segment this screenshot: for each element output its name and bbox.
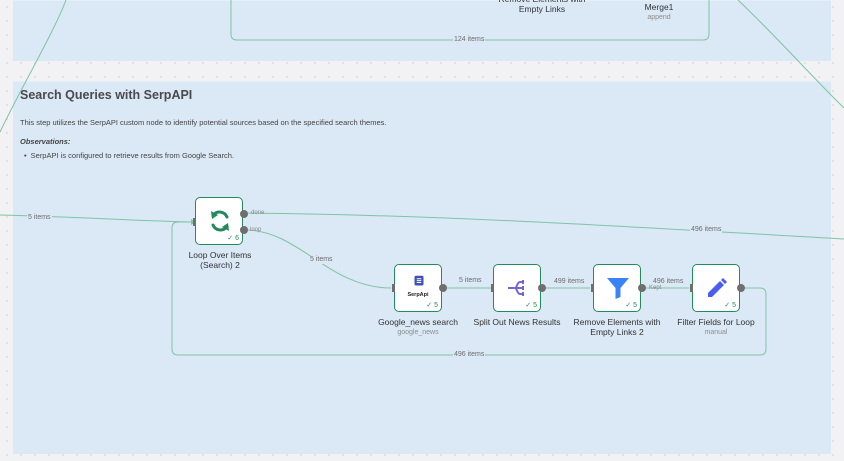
node-subtitle-merge1: append — [647, 14, 671, 21]
connection-label-google-to-split: 5 items — [458, 277, 483, 285]
run-count: ✓ 6 — [227, 235, 239, 242]
output-handle-kept[interactable] — [638, 284, 646, 292]
wire-done-output — [247, 212, 844, 240]
connection-label-split-to-remove: 499 items — [553, 278, 586, 286]
output-handle-loop[interactable] — [240, 226, 248, 234]
input-handle-google-news[interactable] — [392, 284, 395, 292]
connection-label-feedback: 496 items — [453, 351, 486, 359]
node-google-news-search[interactable]: SerpApi ✓ 5 — [394, 264, 442, 312]
connection-label-done-output: 496 items — [690, 226, 723, 234]
run-count: ✓ 5 — [426, 302, 438, 309]
input-handle-loop[interactable] — [193, 218, 196, 226]
output-handle-filter-fields[interactable] — [737, 284, 745, 292]
serpapi-logo-text: SerpApi — [407, 292, 429, 298]
serpapi-logo-icon — [414, 275, 424, 286]
output-handle-google-news[interactable] — [439, 284, 447, 292]
port-label-kept: Kept — [649, 285, 662, 291]
node-title-split-out: Split Out News Results — [473, 317, 561, 327]
wire-top-right-diagonal — [737, 0, 844, 109]
split-out-icon — [508, 280, 524, 296]
run-count: ✓ 5 — [525, 302, 537, 309]
run-count: ✓ 5 — [724, 302, 736, 309]
input-handle-split-out[interactable] — [491, 284, 494, 292]
run-count: ✓ 5 — [625, 302, 637, 309]
node-subtitle-google-news: google_news — [397, 329, 439, 336]
node-title-merge1: Merge1 — [644, 2, 674, 12]
node-title-google-news: Google_news search — [378, 317, 458, 327]
connection-label-loop-to-google: 5 items — [309, 256, 334, 264]
node-title-remove-elements-top: Remove Elements with Empty Links — [499, 0, 586, 14]
node-title-filter-fields: Filter Fields for Loop — [677, 317, 755, 327]
sticky-description: This step utilizes the SerpAPI custom no… — [20, 118, 387, 127]
node-split-out-news-results[interactable]: ✓ 5 — [493, 264, 541, 312]
output-handle-done[interactable] — [240, 210, 248, 218]
node-remove-elements-empty-links-2[interactable]: ✓ 5 — [593, 264, 641, 312]
connection-label-incoming: 5 items — [27, 214, 52, 222]
observations-label: Observations: — [20, 137, 71, 146]
node-loop-over-items[interactable]: ✓ 6 — [195, 197, 243, 245]
observation-bullet: SerpAPI is configured to retrieve result… — [24, 151, 234, 160]
connection-label-remove-to-filter: 496 items — [652, 278, 685, 286]
input-handle-remove-elements[interactable] — [591, 284, 594, 292]
connection-label-top-loop: 124 items — [453, 36, 486, 44]
node-filter-fields-for-loop[interactable]: ✓ 5 — [692, 264, 740, 312]
node-subtitle-filter-fields: manual — [704, 329, 728, 336]
output-handle-split-out[interactable] — [538, 284, 546, 292]
refresh-icon — [211, 210, 229, 232]
node-title-loop: Loop Over Items (Search) 2 — [188, 250, 252, 270]
port-label-loop: loop — [250, 227, 262, 233]
filter-icon — [607, 278, 629, 299]
port-label-done: done — [251, 210, 265, 216]
node-title-remove-elements: Remove Elements with Empty Links 2 — [573, 317, 661, 337]
wire-top-left-diagonal — [0, 0, 67, 133]
pencil-icon — [708, 278, 727, 297]
input-handle-filter-fields[interactable] — [690, 284, 693, 292]
sticky-note-top[interactable] — [13, 0, 831, 61]
sticky-title: Search Queries with SerpAPI — [20, 88, 193, 102]
